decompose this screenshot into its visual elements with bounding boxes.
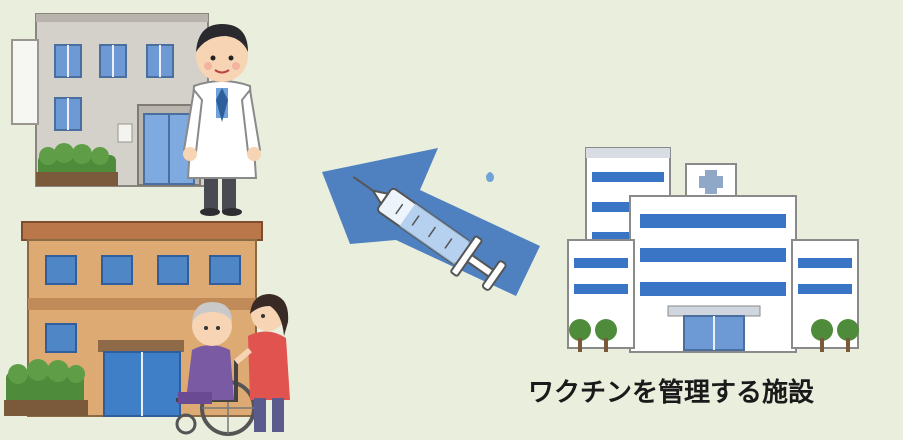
syringe-icon — [352, 176, 507, 291]
doctor-icon — [182, 24, 262, 216]
elderly-in-wheelchair-icon — [175, 302, 256, 436]
caregiver-icon — [234, 294, 290, 432]
droplet-icon — [486, 172, 494, 182]
facility-caption: ワクチンを管理する施設 — [528, 378, 815, 408]
clinic-building-icon — [11, 13, 209, 187]
hospital-icon — [567, 147, 859, 353]
care-facility-icon — [4, 221, 263, 417]
